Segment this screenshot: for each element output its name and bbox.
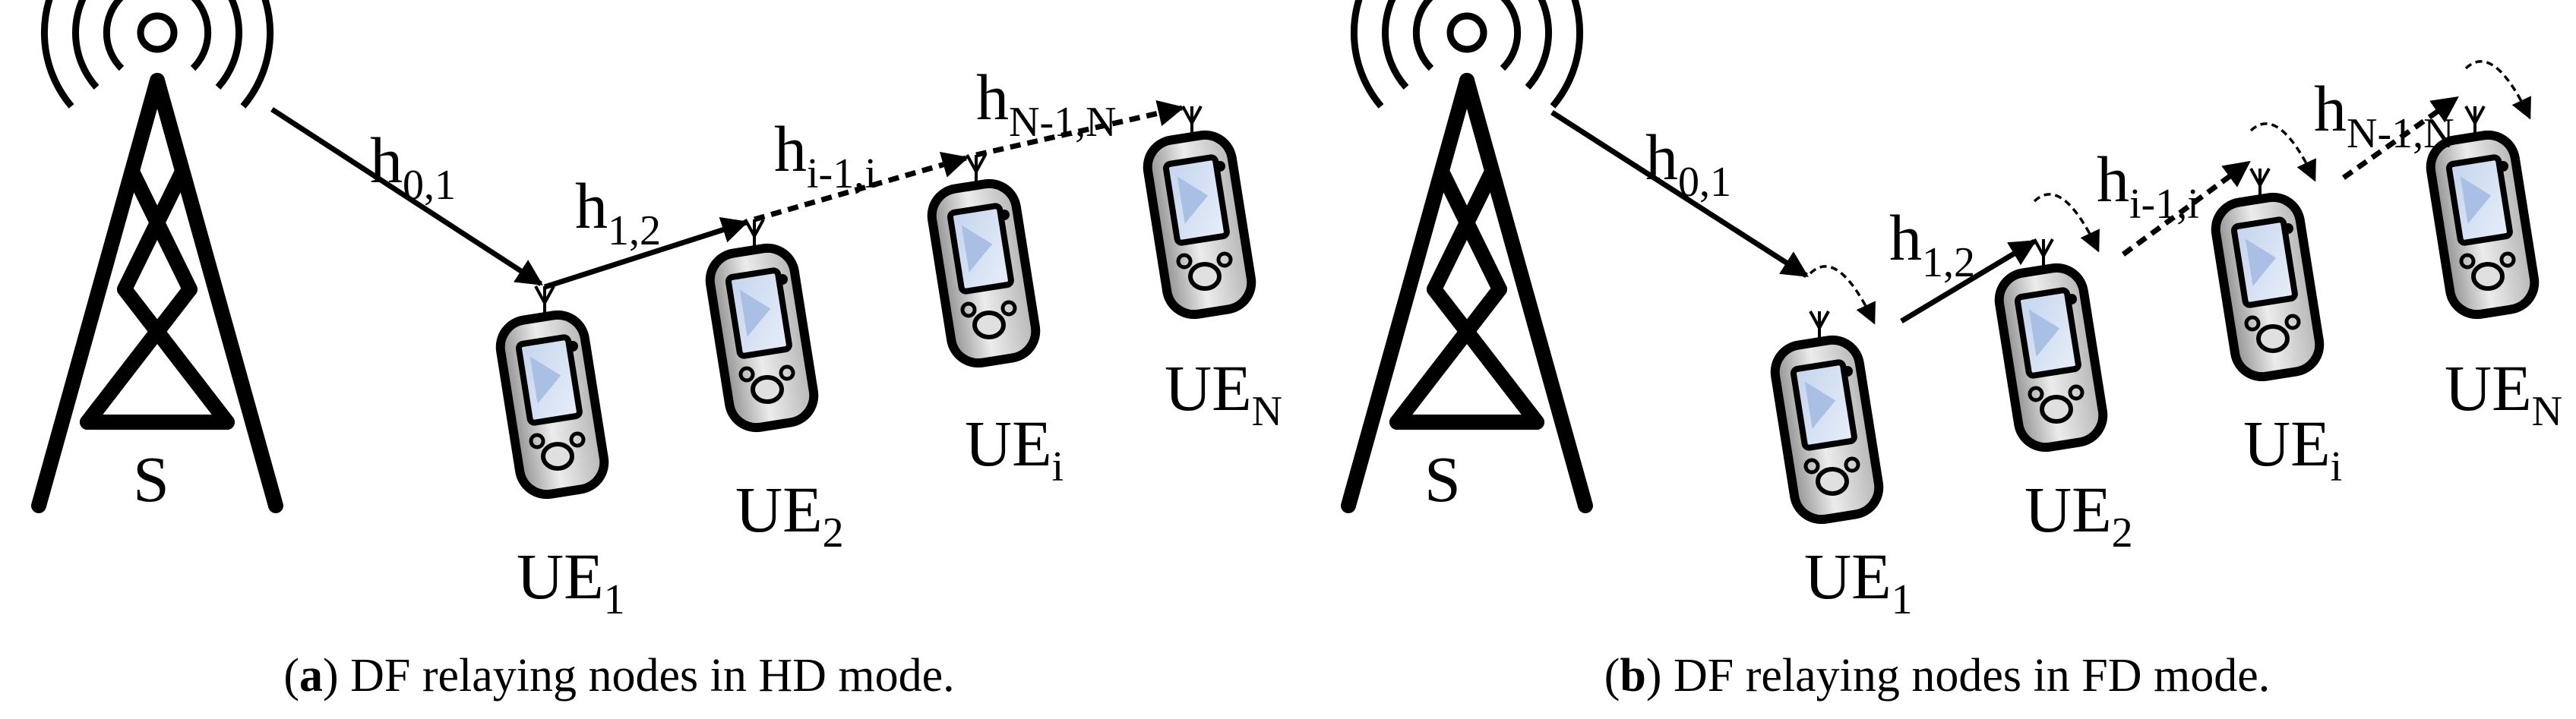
channel-label-0-1: h0,1 [370,124,456,209]
uei-label: UEi [2243,407,2342,490]
link-arrow-n-1-n [975,99,1185,158]
channel-label-i-1-i: hi-1,i [2097,143,2199,228]
channel-label-0-1: h0,1 [1645,121,1731,206]
link-arrow-0-1 [1550,110,1809,278]
caption-a: (a) DF relaying nodes in HD mode. [283,650,954,702]
ue2-device-icon [706,219,818,431]
base-station-icon [39,0,276,506]
link-arrow-0-1 [270,107,543,286]
uei-label: UEi [965,407,1064,490]
ue2-device-icon [1996,239,2107,451]
uen-label: UEN [1165,352,1282,435]
link-arrow-n-1-n [2341,96,2459,180]
channel-label-1-2: h1,2 [575,169,661,254]
link-arrow-1-2 [1900,238,2037,324]
panel-b: S h0,1 h1,2 hi-1,i hN-1,N UE1 UE2 UEi UE… [1348,0,2562,702]
channel-label-n-1-n: hN-1,N [2314,72,2454,157]
panel-a: S h0,1 h1,2 hi-1,i hN-1,N UE1 UE2 UEi UE… [39,0,1282,702]
ue1-label: UE1 [1804,540,1913,623]
ue2-label: UE2 [735,473,844,557]
base-station-icon [1348,0,1585,506]
caption-b: (b) DF relaying nodes in FD mode. [1604,650,2271,702]
uei-device-icon [928,155,1040,367]
uen-label: UEN [2445,352,2562,435]
ue1-device-icon [1772,311,1883,523]
channel-label-n-1-n: hN-1,N [976,61,1117,146]
link-arrow-i-1-i [2121,160,2251,257]
source-label-b: S [1424,443,1461,516]
ue1-device-icon [497,286,608,498]
ue2-label: UE2 [2024,473,2133,557]
uei-device-icon [2212,169,2324,380]
uen-device-icon [1144,106,1256,318]
channel-label-i-1-i: hi-1,i [774,112,877,197]
ue1-label: UE1 [517,540,625,623]
link-arrow-1-2 [543,216,749,290]
source-label-a: S [133,443,169,516]
channel-label-1-2: h1,2 [1889,201,1975,286]
link-arrow-i-1-i [754,151,969,222]
